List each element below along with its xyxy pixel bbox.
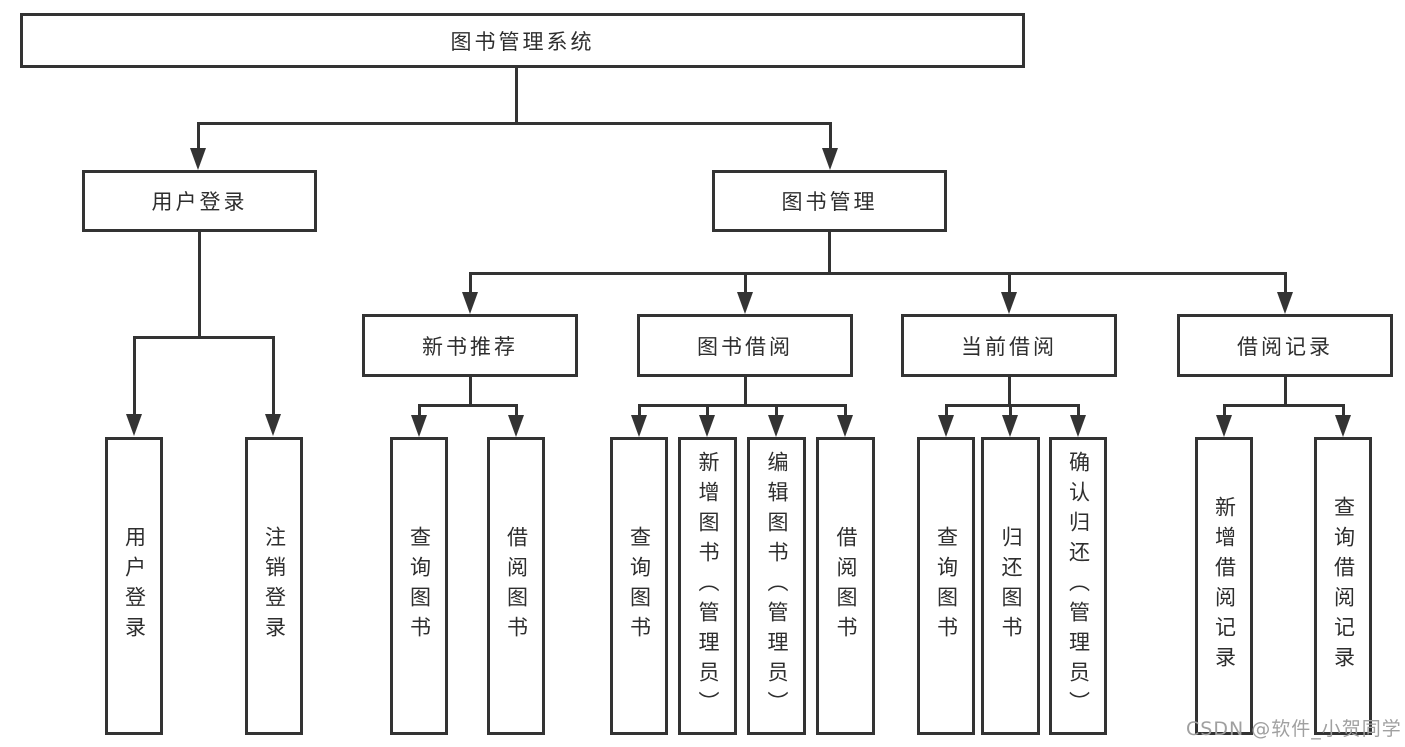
connector-line [1342,404,1345,416]
connector-line [744,377,747,404]
leaf-add-books-admin-label: 新增图书（管理员） [696,451,720,721]
node-book-management: 图书管理 [712,170,947,232]
leaf-borrow-books-label: 借阅图书 [834,526,858,646]
connector-line [418,404,421,416]
leaf-borrow-books: 借阅图书 [816,437,875,735]
leaf-return-books-label: 归还图书 [999,526,1023,646]
arrow-down-icon [1277,292,1293,314]
connector-line [469,272,472,294]
arrow-down-icon [1002,415,1018,437]
connector-line [1223,404,1344,407]
node-book-management-label: 图书管理 [781,190,878,214]
connector-line [133,336,274,339]
arrow-down-icon [126,414,142,436]
arrow-down-icon [699,415,715,437]
connector-line [1077,404,1080,416]
arrow-down-icon [508,415,524,437]
connector-line [418,404,518,407]
arrow-down-icon [1070,415,1086,437]
connector-line [272,336,275,416]
leaf-confirm-return-admin-label: 确认归还（管理员） [1066,451,1091,721]
connector-line [469,377,472,404]
node-book-borrow: 图书借阅 [637,314,853,377]
arrow-down-icon [631,415,647,437]
node-user-login: 用户登录 [82,170,317,232]
connector-line [198,232,201,336]
connector-line [706,404,709,416]
leaf-query-books-borrow: 查询图书 [610,437,668,735]
leaf-user-login-label: 用户登录 [122,526,147,646]
arrow-down-icon [265,414,281,436]
node-user-login-label: 用户登录 [151,190,248,214]
leaf-query-borrow-record: 查询借阅记录 [1314,437,1372,735]
node-new-book-recommend: 新书推荐 [362,314,578,377]
connector-line [469,272,1286,275]
connector-line [844,404,847,416]
node-book-borrow-label: 图书借阅 [697,334,793,359]
leaf-query-books-current: 查询图书 [917,437,975,735]
connector-line [828,232,831,272]
connector-line [1223,404,1226,416]
leaf-edit-books-admin-label: 编辑图书（管理员） [765,451,789,721]
leaf-borrow-books-recommend-label: 借阅图书 [504,526,529,646]
csdn-watermark: CSDN @软件_小贺同学 [1186,718,1402,740]
node-borrow-records-label: 借阅记录 [1237,334,1333,359]
arrow-down-icon [1335,415,1351,437]
connector-line [744,272,747,294]
connector-line [133,336,136,416]
connector-line [1009,404,1012,416]
leaf-logout: 注销登录 [245,437,303,735]
connector-line [638,404,641,416]
connector-line [945,404,948,416]
leaf-borrow-books-recommend: 借阅图书 [487,437,545,735]
arrow-down-icon [768,415,784,437]
arrow-down-icon [411,415,427,437]
arrow-down-icon [938,415,954,437]
connector-line [1008,377,1011,404]
connector-line [1284,272,1287,294]
connector-line [1284,377,1287,404]
arrow-down-icon [822,148,838,170]
connector-line [775,404,778,416]
connector-line [829,122,832,150]
leaf-query-books-recommend: 查询图书 [390,437,448,735]
connector-line [945,404,1079,407]
node-borrow-records: 借阅记录 [1177,314,1393,377]
connector-line [197,122,200,150]
connector-line [638,404,846,407]
node-new-book-recommend-label: 新书推荐 [422,334,518,359]
leaf-add-books-admin: 新增图书（管理员） [678,437,737,735]
node-root-label: 图书管理系统 [450,29,595,54]
leaf-return-books: 归还图书 [981,437,1040,735]
leaf-query-books-borrow-label: 查询图书 [627,526,652,646]
arrow-down-icon [190,148,206,170]
leaf-query-books-recommend-label: 查询图书 [407,526,432,646]
arrow-down-icon [1216,415,1232,437]
arrow-down-icon [462,292,478,314]
node-current-borrow-label: 当前借阅 [961,334,1057,359]
leaf-query-borrow-record-label: 查询借阅记录 [1331,496,1356,676]
leaf-user-login: 用户登录 [105,437,163,735]
node-root: 图书管理系统 [20,13,1025,68]
connector-line [1008,272,1011,294]
arrow-down-icon [737,292,753,314]
leaf-add-borrow-record: 新增借阅记录 [1195,437,1253,735]
leaf-edit-books-admin: 编辑图书（管理员） [747,437,806,735]
arrow-down-icon [837,415,853,437]
node-current-borrow: 当前借阅 [901,314,1117,377]
arrow-down-icon [1001,292,1017,314]
leaf-add-borrow-record-label: 新增借阅记录 [1212,496,1237,676]
connector-line [515,68,518,122]
leaf-confirm-return-admin: 确认归还（管理员） [1049,437,1107,735]
leaf-logout-label: 注销登录 [262,526,287,646]
connector-line [515,404,518,416]
leaf-query-books-current-label: 查询图书 [934,526,959,646]
connector-line [197,122,831,125]
